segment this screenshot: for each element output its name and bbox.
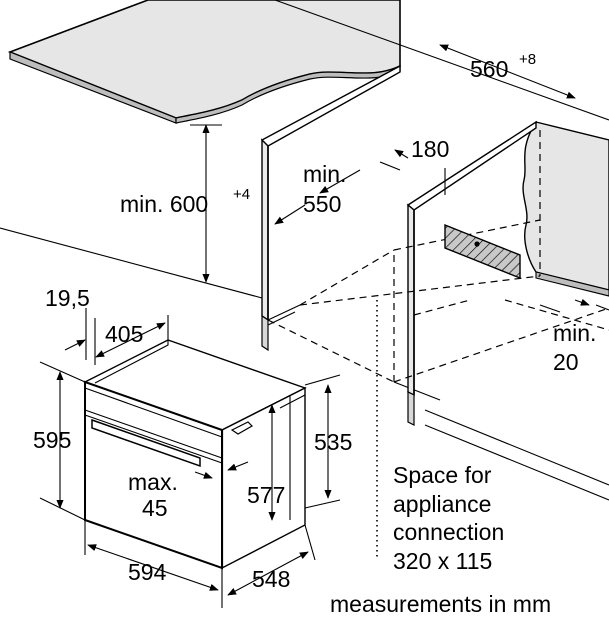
label-min-550-line1: min. [303, 161, 346, 187]
label-min-20-line1: min. [553, 320, 596, 346]
label-180: 180 [411, 136, 449, 162]
appliance-connection-area [376, 223, 521, 560]
dimension-lines [39, 44, 609, 608]
label-max-45-line2: 45 [142, 495, 168, 521]
label-560: 560 [470, 56, 508, 82]
label-560-tolerance: +8 [519, 51, 536, 68]
footer-units: measurements in mm [330, 591, 551, 616]
cabinet-left-panel [260, 64, 401, 352]
cabinet-right-panel [406, 120, 537, 426]
label-577: 577 [247, 482, 285, 508]
oven [83, 339, 307, 570]
label-min-600: min. 600 [120, 191, 208, 217]
label-535: 535 [314, 429, 352, 455]
space-note-line1: Space for [393, 462, 492, 488]
space-note-line2: appliance [393, 491, 491, 517]
dimension-labels: 560 +8 min. 600 +4 min. 550 180 min. 20 … [33, 51, 596, 617]
label-min-550-line2: 550 [303, 191, 341, 217]
space-note-line3: connection [393, 519, 504, 545]
label-595: 595 [33, 427, 71, 453]
label-19-5: 19,5 [45, 285, 90, 311]
space-note-line4: 320 x 115 [393, 548, 492, 574]
label-min-20-line2: 20 [553, 349, 579, 375]
label-min-600-tolerance: +4 [233, 186, 250, 203]
niche-hidden-lines [267, 130, 609, 383]
label-548: 548 [252, 566, 290, 592]
label-594: 594 [128, 559, 167, 585]
label-max-45-line1: max. [128, 469, 178, 495]
label-405: 405 [105, 321, 143, 347]
worktop-right-section [522, 121, 609, 297]
